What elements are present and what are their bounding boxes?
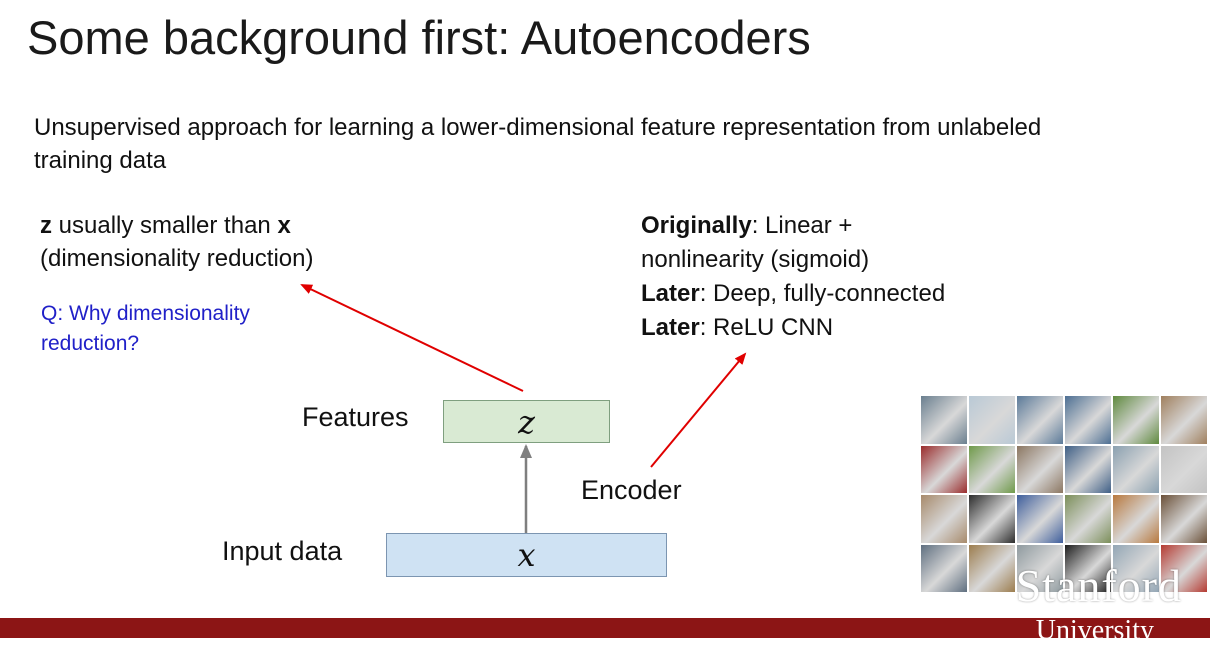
- thumbnail-image: [1113, 544, 1159, 592]
- thumbnail-image: [1161, 396, 1207, 444]
- thumbnail-image: [1065, 396, 1111, 444]
- thumbnail-image: [1017, 495, 1063, 543]
- thumbnail-image: [1065, 495, 1111, 543]
- thumbnail-image: [969, 544, 1015, 592]
- thumbnail-image: [921, 495, 967, 543]
- left-note-line-1: z usually smaller than x: [40, 209, 313, 242]
- image-thumbnail-grid: [921, 396, 1207, 592]
- right-note-bold-4: Later: [641, 314, 700, 341]
- thumbnail-image: [969, 445, 1015, 493]
- thumbnail-image: [1113, 445, 1159, 493]
- thumbnail-image: [921, 445, 967, 493]
- features-box: z: [443, 400, 610, 443]
- right-note-bold-1: Originally: [641, 212, 752, 239]
- arrow-input-to-features-head: [520, 444, 532, 458]
- right-note-line-3: Later: Deep, fully-connected: [641, 277, 945, 311]
- thumbnail-image: [1065, 544, 1111, 592]
- thumbnail-image: [921, 396, 967, 444]
- arrow-encoder-to-note: [650, 352, 747, 468]
- encoder-label: Encoder: [581, 475, 682, 505]
- thumbnail-image: [921, 544, 967, 592]
- thumbnail-image: [969, 495, 1015, 543]
- overlay-watermark-text: Stanford: [1015, 560, 1182, 611]
- question-line-1: Q: Why dimensionality: [41, 302, 250, 325]
- left-note-z: z: [40, 212, 52, 239]
- right-note-line-2: nonlinearity (sigmoid): [641, 246, 870, 273]
- arrow-features-to-note: [300, 284, 524, 392]
- thumbnail-image: [969, 396, 1015, 444]
- thumbnail-image: [1017, 396, 1063, 444]
- right-note-text-3: : Deep, fully-connected: [699, 280, 946, 307]
- right-note: Originally: Linear + nonlinearity (sigmo…: [641, 209, 945, 345]
- left-note-x: x: [277, 212, 291, 239]
- question-line-2: reduction?: [41, 332, 140, 355]
- question-note: Q: Why dimensionality reduction?: [41, 299, 250, 359]
- thumbnail-image: [1017, 445, 1063, 493]
- right-note-line-1: Originally: Linear +: [641, 209, 945, 243]
- thumbnail-image: [1161, 445, 1207, 493]
- thumbnail-image: [1065, 445, 1111, 493]
- right-note-line-4: Later: ReLU CNN: [641, 311, 945, 345]
- thumbnail-image: [1017, 544, 1063, 592]
- footer-bar: [0, 618, 1210, 638]
- input-box: x: [386, 533, 667, 577]
- thumbnail-image: [1161, 495, 1207, 543]
- thumbnail-image: [1113, 495, 1159, 543]
- input-data-label: Input data: [222, 536, 343, 566]
- right-note-text-4: : ReLU CNN: [699, 314, 834, 341]
- slide-title: Some background first: Autoencoders: [27, 11, 811, 64]
- slide-subtitle: Unsupervised approach for learning a low…: [34, 114, 1042, 174]
- left-note-line-2: (dimensionality reduction): [40, 245, 314, 272]
- features-label: Features: [302, 402, 409, 432]
- left-note: z usually smaller than x (dimensionality…: [40, 209, 313, 275]
- thumbnail-image: [1161, 544, 1207, 592]
- right-note-text-1: : Linear +: [751, 212, 853, 239]
- thumbnail-image: [1113, 396, 1159, 444]
- left-note-text: usually smaller than: [52, 212, 278, 239]
- right-note-bold-3: Later: [641, 280, 700, 307]
- footer-text: University: [1035, 615, 1154, 646]
